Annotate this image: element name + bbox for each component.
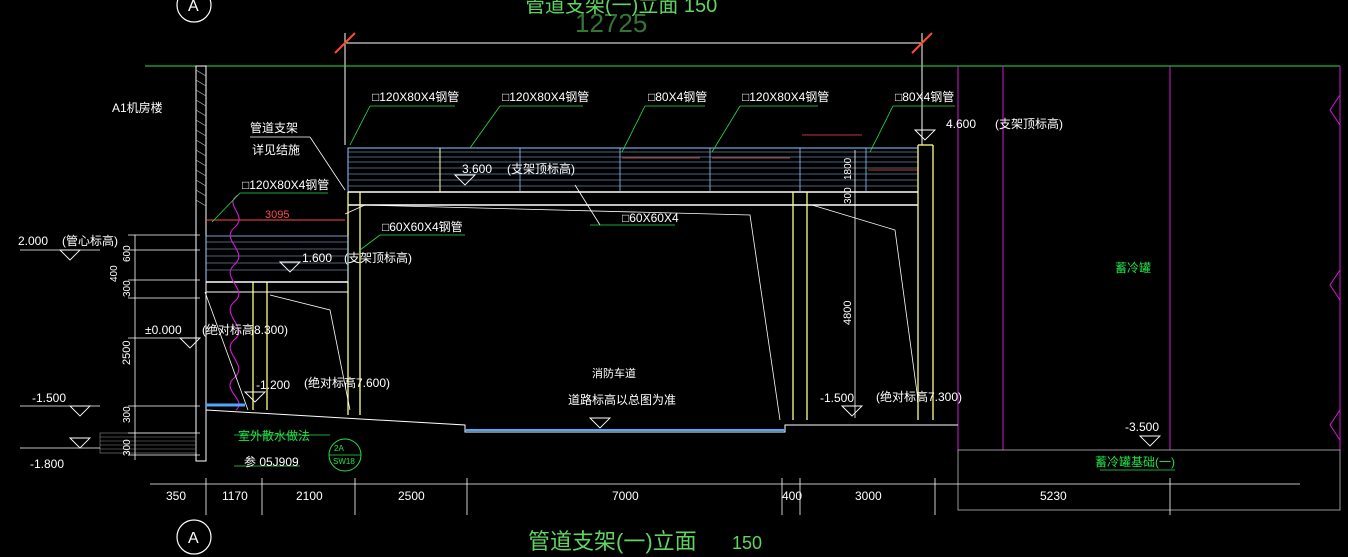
axis-bubble-top: A (176, 0, 212, 23)
hdim-7000: 7000 (612, 489, 639, 503)
vdim-4800: 4800 (842, 301, 854, 325)
label-fire-road: 消防车道 (592, 366, 636, 380)
label-callout-1: □120X80X4钢管 (372, 89, 459, 104)
vdim-300c: 300 (122, 439, 133, 456)
hdim-2500: 2500 (398, 489, 425, 503)
label-abs-elev-1: (绝对标高8.300) (202, 322, 288, 337)
break-line (229, 194, 240, 411)
svg-text:2A: 2A (334, 444, 344, 453)
label-drainage: 室外散水做法 (238, 428, 310, 443)
hdim-5230: 5230 (1040, 489, 1067, 503)
hdim-400: 400 (782, 489, 802, 503)
support-columns (252, 144, 934, 420)
hdim-3000: 3000 (855, 489, 882, 503)
label-elev-top-right: 4.600 (946, 117, 976, 131)
label-elev-2000: 2.000 (18, 234, 48, 248)
label-callout-3: □80X4钢管 (648, 89, 707, 104)
label-tank-foundation: 蓄冷罐基础(一) (1095, 455, 1175, 469)
label-abs-elev-2: (绝对标高7.600) (304, 375, 390, 390)
overall-dimension-line (334, 32, 933, 145)
label-road-note: 道路标高以总图为准 (568, 392, 676, 407)
vdim-300a: 300 (122, 280, 133, 297)
lower-left-pipe-rack (205, 219, 349, 293)
label-callout-60: □60X60X4钢管 (382, 219, 463, 234)
svg-text:A: A (188, 530, 199, 547)
label-low-elev-note: (支架顶标高) (344, 250, 412, 265)
vdim-300b: 300 (122, 406, 133, 423)
label-support-detail-2: 详见结施 (252, 142, 300, 157)
ground-profile (99, 403, 958, 454)
label-elev-minus-1500-right: -1.500 (820, 391, 854, 405)
label-mid-elev-note: (支架顶标高) (507, 161, 575, 176)
tank-foundation-outline (957, 449, 1341, 511)
vdim-600: 600 (122, 245, 133, 262)
elevation-markers (58, 129, 1162, 449)
label-callout-2: □120X80X4钢管 (502, 89, 589, 104)
rack-dimension-lines (845, 150, 865, 418)
drawing-scale: 150 (732, 533, 762, 553)
label-support-detail-1: 管道支架 (250, 120, 298, 135)
leader-lines (204, 136, 919, 421)
label-callout-5: □80X4钢管 (895, 89, 954, 104)
detail-reference-symbol: 2A SW18 (328, 438, 362, 472)
vdim-1800: 1800 (843, 157, 854, 180)
vdim-400: 400 (109, 265, 120, 282)
vdim-300d: 300 (843, 187, 854, 204)
svg-text:SW18: SW18 (333, 457, 355, 466)
label-brace: □60X60X4 (622, 211, 679, 225)
label-top-elev-note: (支架顶标高) (995, 116, 1063, 131)
tank-outline (957, 66, 1341, 450)
label-callout-4: □120X80X4钢管 (742, 89, 829, 104)
hdim-1170: 1170 (222, 489, 248, 503)
label-ref-spec: 参 05J909 (244, 454, 299, 469)
label-building: A1机房楼 (112, 100, 163, 115)
label-pipe-center-note: (管心标高) (62, 233, 118, 248)
svg-text:A: A (188, 0, 199, 15)
label-elev-minus-1200: -1.200 (256, 378, 290, 392)
left-dimension-chain (20, 234, 200, 460)
bottom-dimension-chain (150, 478, 1300, 515)
hdim-350: 350 (166, 489, 186, 503)
label-elev-mid: 3.600 (462, 162, 492, 176)
label-elev-1600: 1.600 (302, 251, 332, 265)
overall-dimension-ghost: 12725 (575, 8, 647, 38)
top-title: 管道支架(一)立面 150 (525, 0, 717, 17)
hdim-2100: 2100 (296, 489, 323, 503)
label-dim-3095: 3095 (265, 209, 289, 221)
label-elev-minus-1500-left: -1.500 (32, 391, 66, 405)
vdim-2500: 2500 (121, 341, 133, 365)
left-wall (195, 65, 207, 462)
axis-bubble-bottom: A (176, 519, 212, 555)
label-tank: 蓄冷罐 (1115, 261, 1151, 275)
drawing-title: 管道支架(一)立面 (528, 529, 697, 554)
upper-pipe-rack (347, 134, 919, 193)
label-elev-zero: ±0.000 (145, 323, 182, 337)
label-callout-left: □120X80X4钢管 (242, 177, 329, 192)
callout-leaders (211, 105, 1175, 471)
label-abs-elev-3: (绝对标高7.300) (876, 389, 962, 404)
label-elev-minus-3500: -3.500 (1125, 420, 1159, 434)
label-elev-minus-1800: -1.800 (30, 457, 64, 471)
